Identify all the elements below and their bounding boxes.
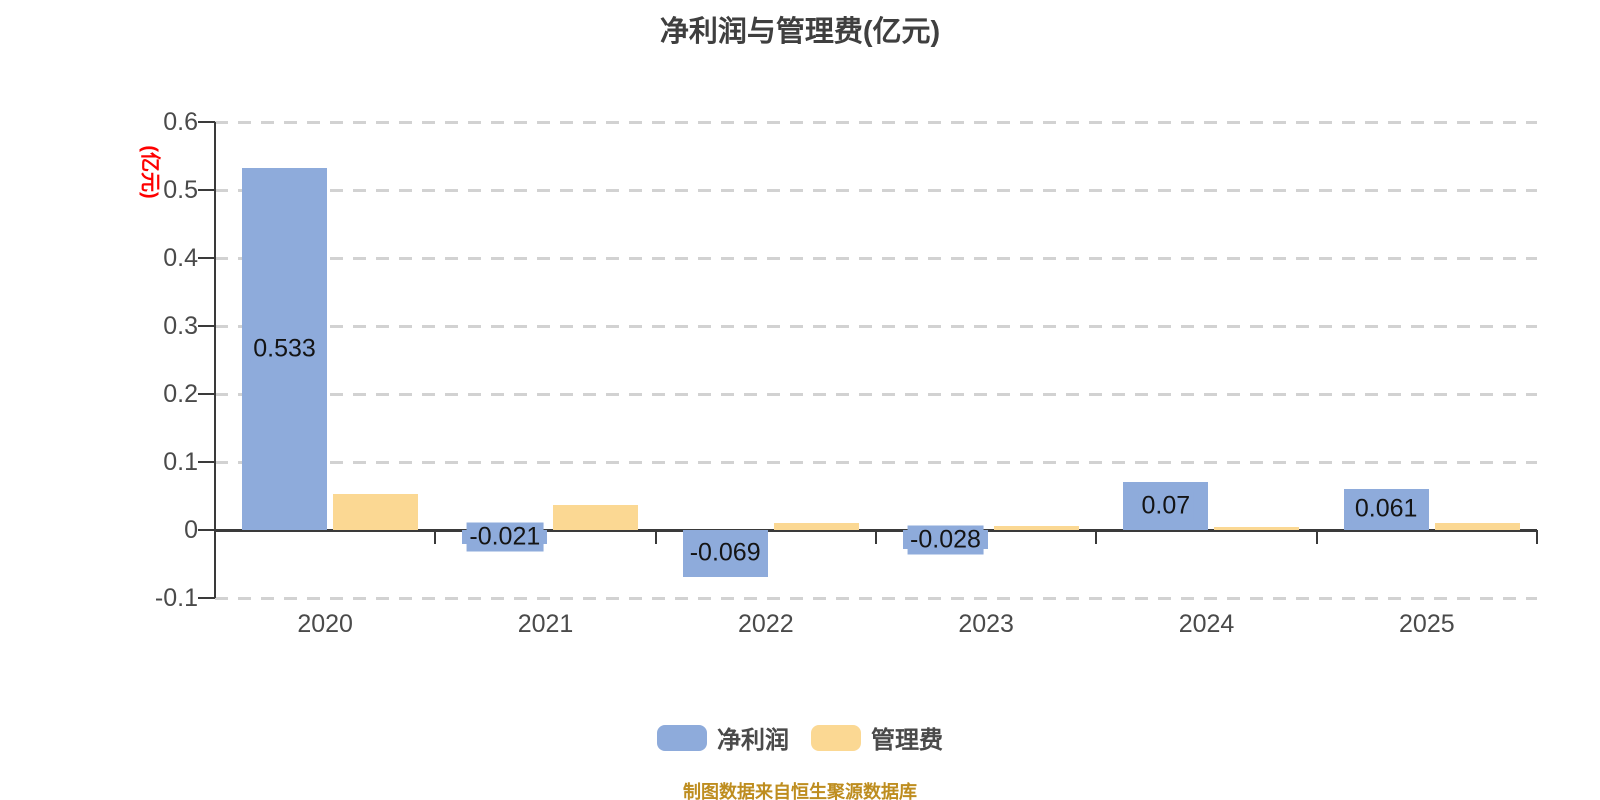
y-tick-label: 0 xyxy=(184,516,198,544)
x-tick xyxy=(1095,530,1098,544)
gridline xyxy=(215,392,1537,396)
y-tick xyxy=(198,121,215,123)
y-tick-label: 0.5 xyxy=(163,176,198,204)
x-tick xyxy=(1315,530,1318,544)
x-tick-label: 2024 xyxy=(1178,610,1235,638)
y-axis-line xyxy=(214,122,216,598)
x-tick-label: 2021 xyxy=(517,610,574,638)
y-tick xyxy=(198,257,215,259)
bar-value-label: 0.533 xyxy=(250,334,319,364)
x-tick xyxy=(434,530,437,544)
legend-item-management-fee: 管理费 xyxy=(811,720,943,755)
x-tick xyxy=(1536,530,1538,544)
y-tick-label: -0.1 xyxy=(154,584,198,612)
y-tick xyxy=(198,393,215,395)
y-tick-label: 0.4 xyxy=(163,244,198,272)
x-tick xyxy=(654,530,657,544)
x-tick xyxy=(875,530,877,544)
y-tick-label: 0.6 xyxy=(163,108,198,136)
bar-value-label: -0.021 xyxy=(466,522,544,552)
management-fee-bar xyxy=(1214,526,1300,530)
management-fee-legend-label: 管理费 xyxy=(871,727,943,754)
legend-item-net-profit: 净利润 xyxy=(657,720,789,755)
plot-area: 0.6 0.5 0.4 0.3 0.2 0.1 0 -0.1 0.533 -0.021 -0.069… xyxy=(155,108,1538,638)
x-tick-label: 2020 xyxy=(297,610,353,638)
management-fee-bar xyxy=(333,493,418,530)
x-tick xyxy=(214,530,216,544)
legend: 净利润 管理费 xyxy=(0,720,1600,755)
y-tick xyxy=(198,597,215,599)
management-fee-bar xyxy=(773,522,859,530)
y-tick-label: 0.3 xyxy=(163,312,198,340)
net-profit-legend-label: 净利润 xyxy=(717,727,789,754)
management-fee-bar xyxy=(1434,523,1520,530)
x-tick-label: 2023 xyxy=(958,610,1014,638)
management-fee-bar xyxy=(994,525,1079,530)
net-profit-legend-swatch xyxy=(657,724,707,751)
gridline xyxy=(215,256,1537,260)
bar-value-label: 0.061 xyxy=(1351,494,1421,524)
y-tick xyxy=(198,461,215,463)
x-tick-label: 2022 xyxy=(738,610,794,638)
gridline xyxy=(215,188,1537,192)
gridline xyxy=(215,460,1537,464)
y-tick-label: 0.2 xyxy=(163,380,198,408)
x-tick-label: 2025 xyxy=(1399,610,1455,638)
management-fee-bar xyxy=(553,504,639,530)
y-tick xyxy=(198,529,215,531)
y-tick xyxy=(198,189,215,191)
y-tick xyxy=(198,325,215,327)
chart-title: 净利润与管理费(亿元) xyxy=(659,16,941,48)
gridline xyxy=(215,596,1537,600)
bar-value-label: -0.028 xyxy=(907,525,984,555)
bar-value-label: -0.069 xyxy=(686,538,764,568)
bar-value-label: 0.07 xyxy=(1138,491,1194,521)
y-tick-label: 0.1 xyxy=(163,448,198,476)
management-fee-legend-swatch xyxy=(811,724,861,751)
gridline xyxy=(215,120,1537,124)
data-source-note: 制图数据来自恒生聚源数据库 xyxy=(683,782,917,800)
gridline xyxy=(215,324,1537,328)
